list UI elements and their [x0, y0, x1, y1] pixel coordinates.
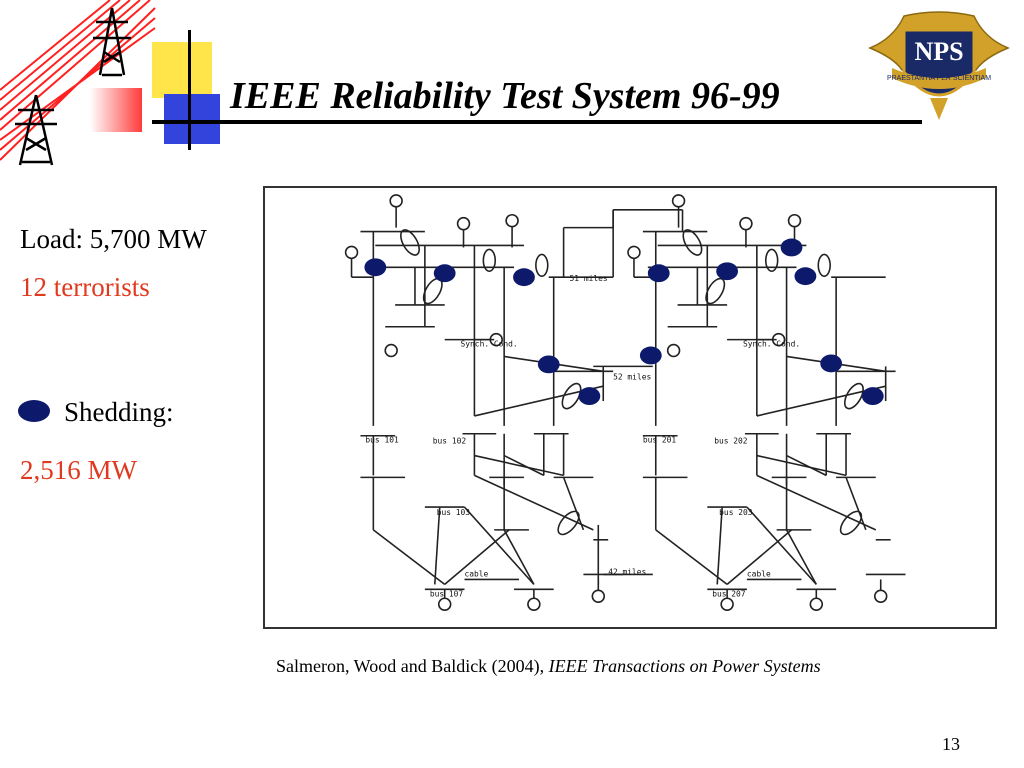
slide-title: IEEE Reliability Test System 96-99 [230, 75, 780, 117]
shedding-legend: Shedding: [18, 395, 174, 427]
bus-label-201: bus 201 [643, 436, 677, 445]
shed-marker [780, 238, 803, 257]
svg-text:PRAESTANTIA PER SCIENTIAM: PRAESTANTIA PER SCIENTIAM [887, 75, 991, 82]
slide-number: 13 [942, 734, 960, 754]
shedding-label: Shedding: [64, 397, 174, 427]
bus-label-203: bus 203 [719, 508, 753, 517]
shed-marker [647, 264, 670, 283]
line-label-42-miles: 42 miles [608, 567, 646, 576]
shed-marker [716, 262, 739, 281]
cable-label-right: cable [747, 569, 771, 578]
shed-marker [820, 354, 843, 373]
shed-markers [364, 238, 884, 406]
bus-label-101: bus 101 [365, 436, 399, 445]
transmission-tower-logo [0, 0, 156, 166]
shed-marker [861, 387, 884, 406]
load-text: Load: 5,700 MW [20, 224, 207, 254]
synch-cond-right: Synch. Cond. [743, 340, 800, 349]
line-label-51-miles: 51 miles [570, 274, 608, 283]
bus-label-202: bus 202 [714, 437, 748, 446]
cable-label-left: cable [465, 569, 489, 578]
svg-text:NPS: NPS [914, 37, 963, 66]
nps-seal-logo: NPS PRAESTANTIA PER SCIENTIAM [868, 11, 1010, 120]
bus-label-102: bus 102 [433, 437, 467, 446]
citation-journal: IEEE Transactions on Power Systems [548, 656, 821, 676]
bus-label-103: bus 103 [437, 508, 471, 517]
shed-marker [433, 264, 456, 283]
shed-marker [794, 267, 817, 286]
title-decoration [152, 30, 922, 150]
shedding-value: 2,516 MW [20, 455, 137, 485]
shed-marker [578, 387, 601, 406]
citation-authors: Salmeron, Wood and Baldick (2004), [276, 656, 549, 676]
shed-marker [639, 346, 662, 365]
synch-cond-left: Synch. Cond. [461, 340, 518, 349]
ieee-rts-diagram: 51 miles 52 miles 42 miles bus 101 bus 1… [263, 186, 997, 629]
bus-label-207: bus 207 [712, 589, 746, 598]
citation: Salmeron, Wood and Baldick (2004), IEEE … [276, 656, 821, 677]
shed-marker [537, 355, 560, 374]
line-label-52-miles: 52 miles [613, 372, 651, 381]
shed-marker-icon [18, 399, 50, 422]
bus-label-107: bus 107 [430, 589, 464, 598]
terrorists-text: 12 terrorists [20, 272, 150, 302]
shed-marker [364, 258, 387, 277]
one-line-diagram: 51 miles 52 miles 42 miles bus 101 bus 1… [344, 194, 906, 611]
shed-marker [513, 268, 535, 287]
